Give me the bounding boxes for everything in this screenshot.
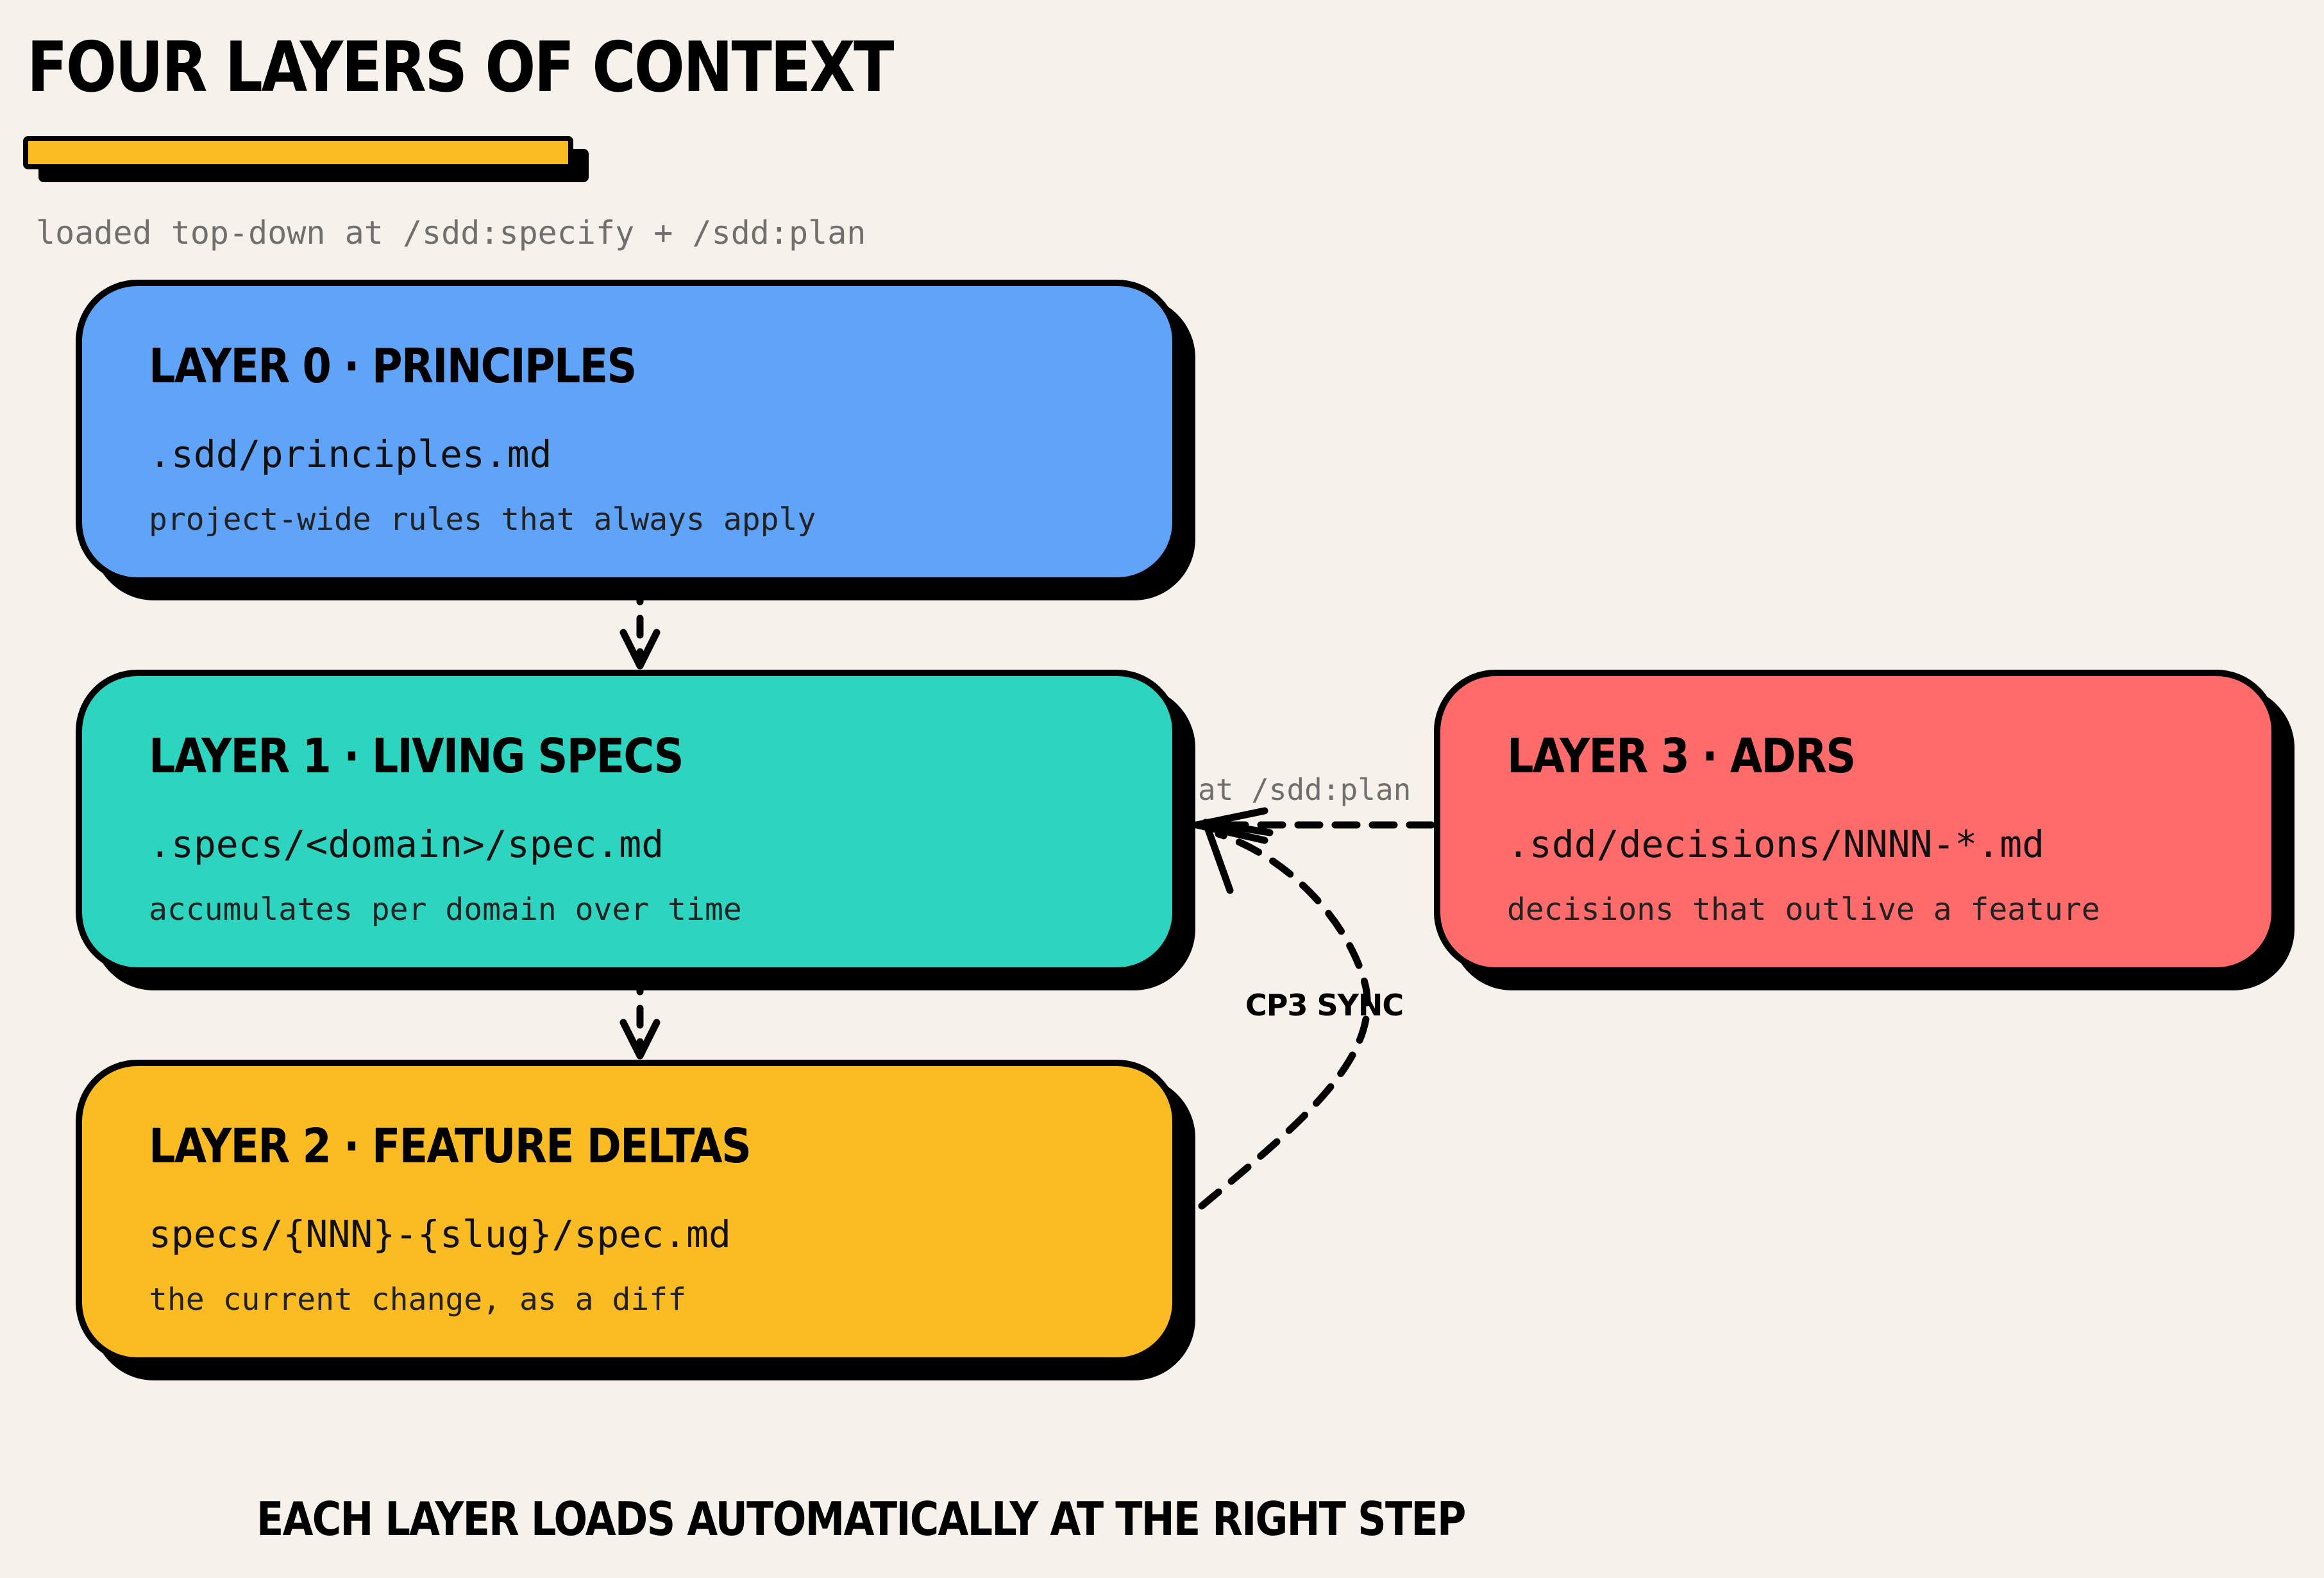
arrowhead-layer1-to-layer2 xyxy=(619,1019,661,1060)
layer-1-title: LAYER 1 · LIVING SPECS xyxy=(149,729,684,784)
layer-0-description: project-wide rules that always apply xyxy=(149,502,816,538)
diagram-subtitle: loaded top-down at /sdd:specify + /sdd:p… xyxy=(36,214,866,251)
layer-2-title: LAYER 2 · FEATURE DELTAS xyxy=(149,1119,752,1174)
layer-3-path: .sdd/decisions/NNNN-*.md xyxy=(1507,822,2045,866)
edge-label-at-sdd-plan: at /sdd:plan xyxy=(1198,772,1411,807)
layer-3-description: decisions that outlive a feature xyxy=(1507,892,2100,928)
diagram-title: FOUR LAYERS OF CONTEXT xyxy=(27,28,894,108)
layer-0-title: LAYER 0 · PRINCIPLES xyxy=(149,339,637,394)
arrowhead-layer2-to-layer1-sync xyxy=(1202,819,1274,894)
edge-label-cp3-sync: CP3 SYNC xyxy=(1245,988,1404,1022)
layer-2-path: specs/{NNN}-{slug}/spec.md xyxy=(149,1212,731,1256)
layer-2-description: the current change, as a diff xyxy=(149,1282,687,1318)
arrowhead-layer3-to-layer1 xyxy=(1193,807,1268,844)
layer-3-title: LAYER 3 · ADRS xyxy=(1507,729,1856,784)
layer-1-description: accumulates per domain over time xyxy=(149,892,742,928)
title-underline-bar xyxy=(23,136,573,169)
layer-3-adrs-card: LAYER 3 · ADRS .sdd/decisions/NNNN-*.md … xyxy=(1434,670,2278,974)
arrowhead-layer0-to-layer1 xyxy=(619,629,661,670)
arrow-layer2-to-layer1-sync xyxy=(1198,830,1371,1210)
layer-1-path: .specs/<domain>/spec.md xyxy=(149,822,664,866)
layer-0-path: .sdd/principles.md xyxy=(149,432,552,476)
layer-2-feature-deltas-card: LAYER 2 · FEATURE DELTAS specs/{NNN}-{sl… xyxy=(76,1060,1179,1364)
layer-0-principles-card: LAYER 0 · PRINCIPLES .sdd/principles.md … xyxy=(76,280,1179,584)
footer-caption: EACH LAYER LOADS AUTOMATICALLY AT THE RI… xyxy=(257,1492,1466,1546)
layer-1-living-specs-card: LAYER 1 · LIVING SPECS .specs/<domain>/s… xyxy=(76,670,1179,974)
